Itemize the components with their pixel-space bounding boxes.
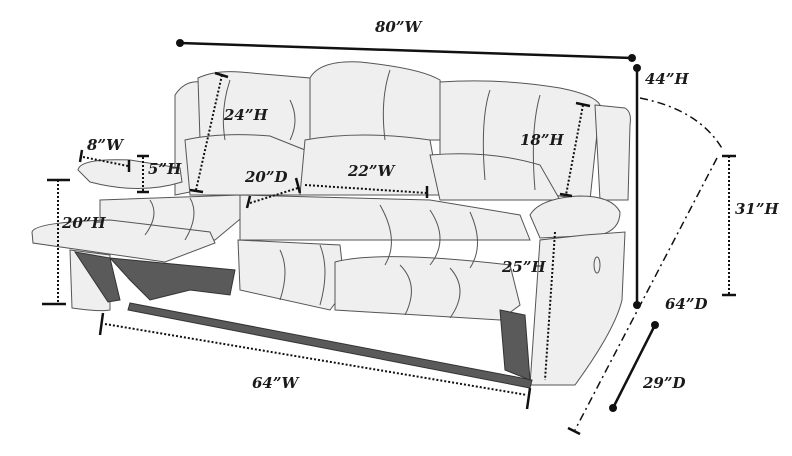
back-height-left-label: 24”H <box>224 106 268 124</box>
recline-button-icon <box>593 256 601 274</box>
upright-depth-label: 29”D <box>643 374 686 392</box>
inner-width-label: 64”W <box>252 374 299 392</box>
reclined-depth-label: 64”D <box>665 295 708 313</box>
back-height-right-label: 18”H <box>520 131 564 149</box>
overall-width-label: 80”W <box>375 18 422 36</box>
seat-depth-label: 20”D <box>245 168 288 186</box>
seat-height-label: 25”H <box>502 258 546 276</box>
overall-height-label: 44”H <box>645 70 689 88</box>
arm-width-label: 8”W <box>87 136 123 154</box>
arm-height-label: 5”H <box>148 160 182 178</box>
reclined-back-height-label: 31”H <box>735 200 779 218</box>
seat-width-label: 22”W <box>348 162 395 180</box>
footrest-height-label: 20”H <box>62 214 106 232</box>
